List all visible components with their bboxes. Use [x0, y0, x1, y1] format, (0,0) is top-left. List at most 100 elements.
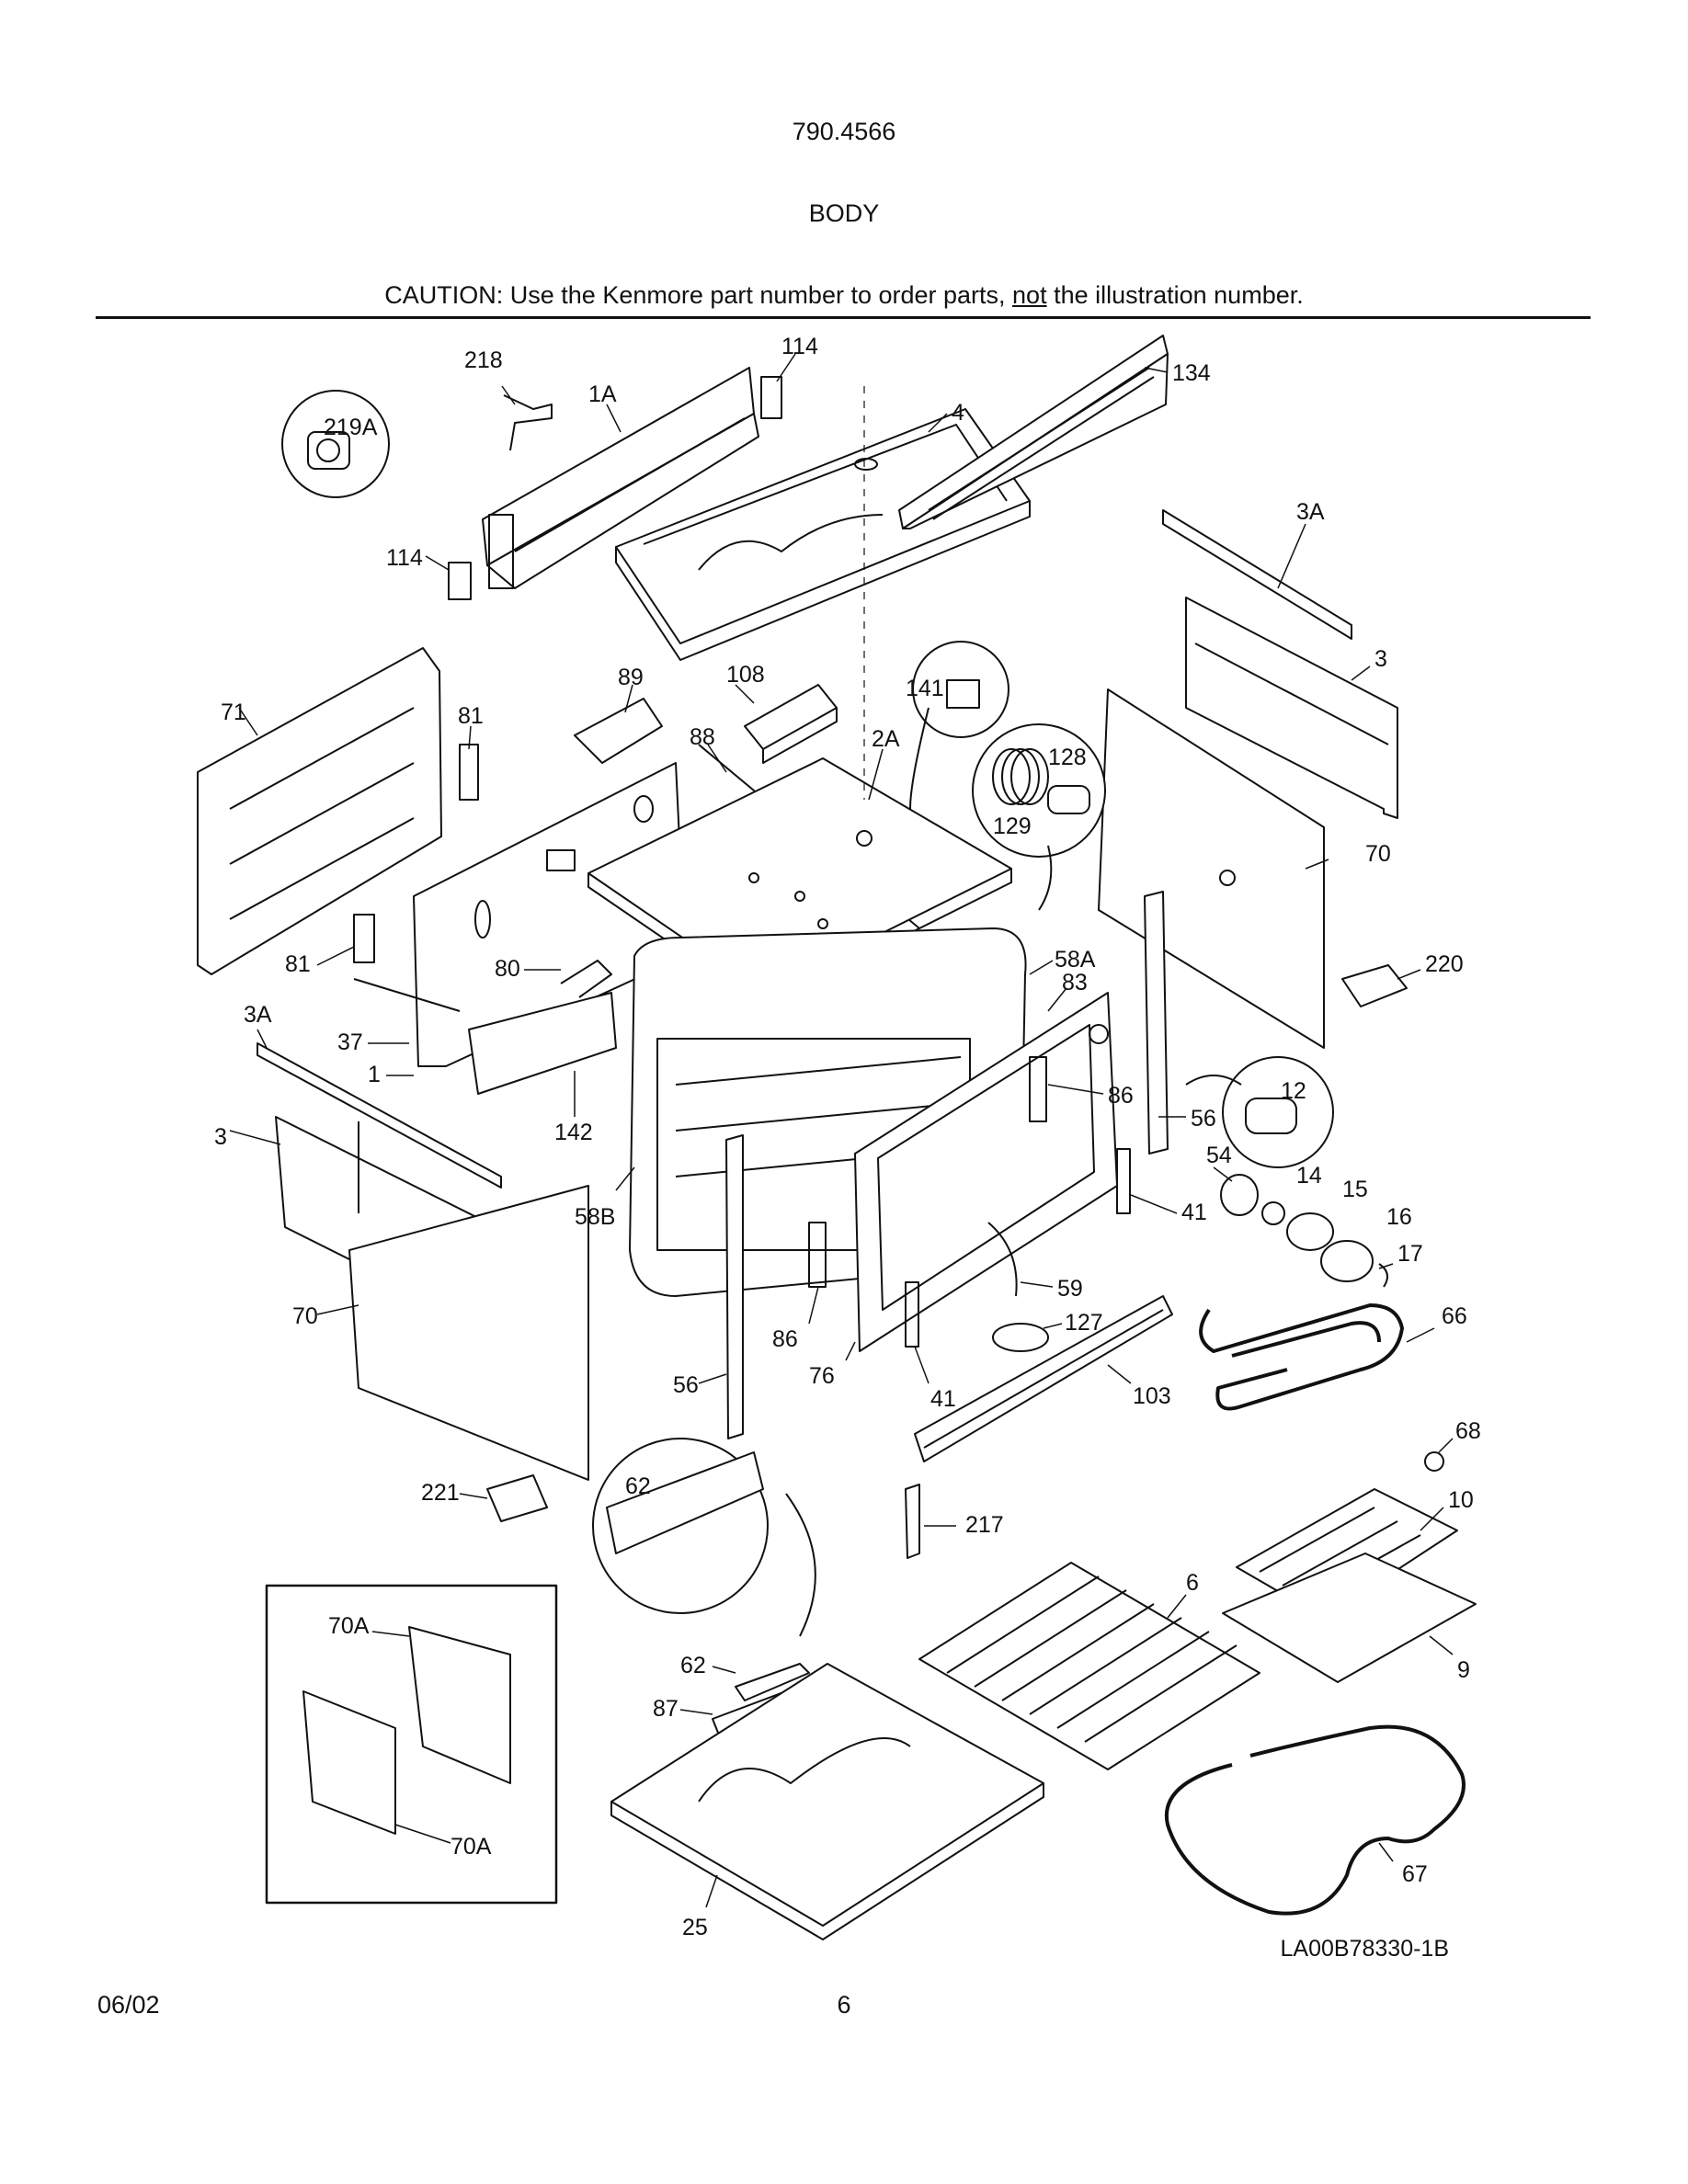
bracket-114-top — [760, 376, 782, 419]
strip-217 — [905, 1484, 920, 1559]
callout-3-left: 3 — [214, 1124, 227, 1150]
vent-103 — [914, 1295, 1173, 1462]
callout-114-top: 114 — [781, 334, 818, 359]
callout-81-left: 81 — [285, 951, 311, 977]
lens-16 — [1320, 1240, 1374, 1282]
callout-217: 217 — [965, 1512, 1004, 1538]
callout-41-bottom: 41 — [930, 1386, 956, 1412]
callout-141: 141 — [906, 676, 944, 701]
duct-59 — [987, 1222, 1018, 1297]
bulb-15 — [1286, 1212, 1334, 1251]
callout-87: 87 — [653, 1696, 679, 1722]
caution-notice: CAUTION: Use the Kenmore part number to … — [0, 281, 1688, 310]
callout-89: 89 — [618, 665, 644, 690]
burner-bracket-62 — [735, 1663, 810, 1701]
footer-date: 06/02 — [97, 1991, 160, 2019]
spring-129-detail — [972, 723, 1106, 858]
pointer-arrow-12 — [1185, 1075, 1242, 1086]
callout-80: 80 — [495, 956, 520, 982]
callout-58B: 58B — [575, 1204, 615, 1230]
oven-rack-6 — [918, 1562, 1260, 1770]
rail-3A-top — [1162, 509, 1352, 640]
callout-134: 134 — [1172, 360, 1211, 386]
header-rule — [96, 316, 1591, 319]
callout-62: 62 — [680, 1653, 706, 1678]
callout-86-right: 86 — [1108, 1083, 1134, 1109]
callout-219A: 219A — [324, 415, 378, 440]
callout-1A: 1A — [588, 381, 617, 407]
hinge-bracket-86-right — [1029, 1056, 1047, 1122]
bracket-220 — [1341, 964, 1408, 1007]
bracket-221 — [486, 1474, 548, 1522]
top-panel-4 — [615, 408, 1031, 661]
callout-66: 66 — [1442, 1303, 1467, 1329]
thermostat-219A-detail — [281, 390, 390, 498]
callout-127: 127 — [1065, 1310, 1103, 1336]
callout-6: 6 — [1186, 1570, 1199, 1596]
callout-220: 220 — [1425, 951, 1464, 977]
leader-lines — [229, 353, 1454, 1908]
callout-129: 129 — [993, 813, 1032, 839]
callout-114-left: 114 — [386, 545, 423, 571]
callout-128: 128 — [1048, 745, 1087, 770]
callout-56-left: 56 — [673, 1372, 699, 1398]
callout-142: 142 — [554, 1120, 593, 1145]
callout-2A: 2A — [872, 726, 900, 752]
lower-rail-142 — [468, 992, 617, 1095]
thermostat-219A — [307, 431, 350, 470]
callout-54: 54 — [1206, 1143, 1232, 1168]
callout-108: 108 — [726, 662, 765, 688]
callout-labels: 218 1A 114 134 4 219A 114 3A 3 71 81 89 … — [214, 334, 1481, 1940]
model-number: 790.4566 — [792, 118, 896, 145]
callout-71: 71 — [221, 700, 246, 725]
light-12-detail — [1222, 1056, 1334, 1168]
callout-68: 68 — [1455, 1418, 1481, 1444]
section-title: BODY — [808, 199, 880, 227]
callout-1: 1 — [368, 1062, 381, 1087]
callout-3-right: 3 — [1374, 646, 1387, 672]
pointer-arrow-62 — [785, 1493, 816, 1637]
callout-12: 12 — [1281, 1078, 1306, 1104]
callout-56-right: 56 — [1191, 1106, 1216, 1132]
callout-15: 15 — [1342, 1177, 1368, 1202]
callout-70-right: 70 — [1365, 841, 1391, 867]
strip-56-left — [725, 1134, 744, 1439]
bake-element-67 — [1164, 1724, 1466, 1916]
callout-83: 83 — [1062, 970, 1088, 995]
callout-59: 59 — [1057, 1276, 1083, 1302]
caution-emphasis: not — [1012, 281, 1047, 309]
bracket-81-top — [459, 744, 479, 801]
side-panel-71-left — [197, 647, 442, 975]
bottom-panel-25 — [610, 1663, 1044, 1940]
callout-218: 218 — [464, 347, 503, 373]
hinge-receiver-41-left — [905, 1281, 919, 1348]
callout-88: 88 — [690, 724, 715, 750]
callout-62-detail: 62 — [625, 1473, 651, 1499]
rear-rail-1A — [482, 367, 759, 589]
broil-pan-9 — [1222, 1553, 1477, 1683]
callout-67: 67 — [1402, 1861, 1428, 1887]
strip-83 — [1144, 891, 1169, 1155]
outer-side-panel-70-left — [348, 1185, 589, 1481]
callout-17: 17 — [1397, 1241, 1423, 1267]
switch-141-detail — [912, 641, 1009, 738]
callout-14: 14 — [1296, 1163, 1322, 1189]
callout-103: 103 — [1133, 1383, 1171, 1409]
callout-4: 4 — [952, 400, 964, 426]
lamp-gasket-14 — [1261, 1201, 1285, 1225]
hinge-bracket-86-left — [808, 1222, 827, 1288]
callout-81-top: 81 — [458, 703, 484, 729]
callout-76: 76 — [809, 1363, 835, 1389]
callout-70A-bottom: 70A — [451, 1834, 492, 1860]
fan-127 — [992, 1323, 1049, 1352]
callout-58A: 58A — [1055, 947, 1096, 973]
panel-70A-lower — [302, 1690, 396, 1835]
side-panel-3-right — [1185, 597, 1398, 819]
vent-rail-134 — [898, 335, 1169, 529]
callout-41-right: 41 — [1181, 1200, 1207, 1225]
callout-221: 221 — [421, 1480, 460, 1506]
bracket-80 — [560, 960, 612, 998]
caution-text-end: the illustration number. — [1046, 281, 1304, 309]
bracket-81-left — [353, 914, 375, 963]
